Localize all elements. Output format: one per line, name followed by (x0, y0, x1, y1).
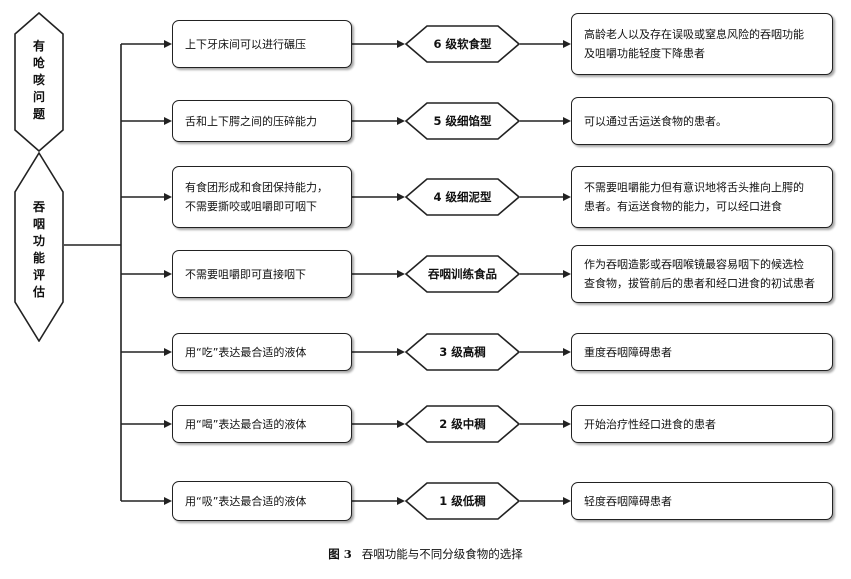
description-arrow (563, 117, 571, 125)
description-text: 及咀嚼功能轻度下降患者 (584, 47, 705, 60)
patient-description-box: 不需要咀嚼能力但有意识地将舌头推向上腭的患者。有运送食物的能力，可以经口进食 (571, 166, 833, 228)
food-level-label: 吞咽训练食品 (428, 267, 497, 281)
description-arrow (563, 348, 571, 356)
criterion-box: 上下牙床间可以进行碾压 (172, 20, 352, 68)
branch-arrow (164, 117, 172, 125)
top-char: 问 (32, 90, 45, 104)
criterion-text: 不需要撕咬或咀嚼即可咽下 (185, 200, 317, 213)
patient-description-box: 开始治疗性经口进食的患者 (571, 405, 833, 443)
description-arrow (563, 193, 571, 201)
criterion-text: 上下牙床间可以进行碾压 (185, 37, 306, 51)
food-level-hexagon: 4 级细泥型 (405, 178, 520, 216)
swallow-assessment-label: 吞咽功能评估 (14, 199, 64, 301)
bottom-char: 能 (32, 251, 45, 265)
description-text: 高龄老人以及存在误吸或窒息风险的吞咽功能 (584, 28, 804, 41)
description-text: 可以通过舌运送食物的患者。 (584, 114, 727, 128)
criterion-box: 用“喝”表达最合适的液体 (172, 405, 352, 443)
level-arrow (397, 117, 405, 125)
bottom-char: 吞 (32, 200, 45, 214)
level-arrow (397, 497, 405, 505)
patient-description-box: 可以通过舌运送食物的患者。 (571, 97, 833, 145)
description-text: 不需要咀嚼能力但有意识地将舌头推向上腭的 (584, 181, 804, 194)
top-char: 题 (32, 107, 45, 121)
criterion-text: 用“吸”表达最合适的液体 (185, 494, 307, 508)
description-text: 重度吞咽障碍患者 (584, 345, 672, 359)
food-level-label: 1 级低稠 (439, 494, 486, 508)
description-arrow (563, 420, 571, 428)
figure-title: 吞咽功能与不同分级食物的选择 (361, 547, 523, 561)
top-char: 咳 (32, 73, 45, 87)
patient-description-box: 重度吞咽障碍患者 (571, 333, 833, 371)
level-arrow (397, 270, 405, 278)
food-level-hexagon: 6 级软食型 (405, 25, 520, 63)
food-level-label: 3 级高稠 (439, 345, 486, 359)
criterion-box: 有食团形成和食团保持能力， 不需要撕咬或咀嚼即可咽下 (172, 166, 352, 228)
criterion-box: 用“吃”表达最合适的液体 (172, 333, 352, 371)
description-text: 患者。有运送食物的能力，可以经口进食 (584, 200, 782, 213)
food-level-label: 6 级软食型 (433, 37, 492, 51)
level-arrow (397, 420, 405, 428)
level-arrow (397, 40, 405, 48)
bottom-char: 功 (32, 234, 45, 248)
description-arrow (563, 40, 571, 48)
food-level-hexagon: 吞咽训练食品 (405, 255, 520, 293)
description-arrow (563, 270, 571, 278)
food-level-label: 4 级细泥型 (433, 190, 492, 204)
food-level-hexagon: 1 级低稠 (405, 482, 520, 520)
branch-arrow (164, 270, 172, 278)
bottom-char: 评 (32, 268, 45, 282)
food-level-hexagon: 3 级高稠 (405, 333, 520, 371)
food-level-label: 5 级细馅型 (433, 114, 492, 128)
branch-arrow (164, 348, 172, 356)
description-text: 查食物，拔管前后的患者和经口进食的初试患者 (584, 277, 815, 290)
bottom-char: 估 (32, 285, 45, 299)
bottom-char: 咽 (32, 217, 45, 231)
figure-number: 图 3 (328, 547, 352, 561)
branch-arrow (164, 497, 172, 505)
description-text: 作为吞咽造影或吞咽喉镜最容易咽下的候选检 (584, 258, 804, 271)
cough-problem-label: 有呛咳问题 (14, 38, 64, 123)
patient-description-box: 高龄老人以及存在误吸或窒息风险的吞咽功能及咀嚼功能轻度下降患者 (571, 13, 833, 75)
description-text: 开始治疗性经口进食的患者 (584, 417, 716, 431)
swallow-assessment-hexagon: 吞咽功能评估 (14, 152, 64, 342)
criterion-text: 不需要咀嚼即可直接咽下 (185, 267, 306, 281)
branch-arrow (164, 40, 172, 48)
criterion-text: 有食团形成和食团保持能力， (185, 181, 328, 194)
criterion-box: 舌和上下腭之间的压碎能力 (172, 100, 352, 142)
criterion-box: 用“吸”表达最合适的液体 (172, 481, 352, 521)
level-arrow (397, 348, 405, 356)
criterion-text: 用“吃”表达最合适的液体 (185, 345, 307, 359)
description-text: 轻度吞咽障碍患者 (584, 494, 672, 508)
figure-caption: 图 3 吞咽功能与不同分级食物的选择 (0, 546, 851, 562)
top-char: 有 (32, 39, 45, 53)
top-char: 呛 (32, 56, 45, 70)
food-level-label: 2 级中稠 (439, 417, 486, 431)
description-arrow (563, 497, 571, 505)
patient-description-box: 作为吞咽造影或吞咽喉镜最容易咽下的候选检查食物，拔管前后的患者和经口进食的初试患… (571, 245, 833, 303)
branch-arrow (164, 193, 172, 201)
criterion-text: 用“喝”表达最合适的液体 (185, 417, 307, 431)
food-level-hexagon: 5 级细馅型 (405, 102, 520, 140)
patient-description-box: 轻度吞咽障碍患者 (571, 482, 833, 520)
cough-problem-hexagon: 有呛咳问题 (14, 12, 64, 152)
level-arrow (397, 193, 405, 201)
criterion-text: 舌和上下腭之间的压碎能力 (185, 114, 317, 128)
food-level-hexagon: 2 级中稠 (405, 405, 520, 443)
branch-arrow (164, 420, 172, 428)
criterion-box: 不需要咀嚼即可直接咽下 (172, 250, 352, 298)
